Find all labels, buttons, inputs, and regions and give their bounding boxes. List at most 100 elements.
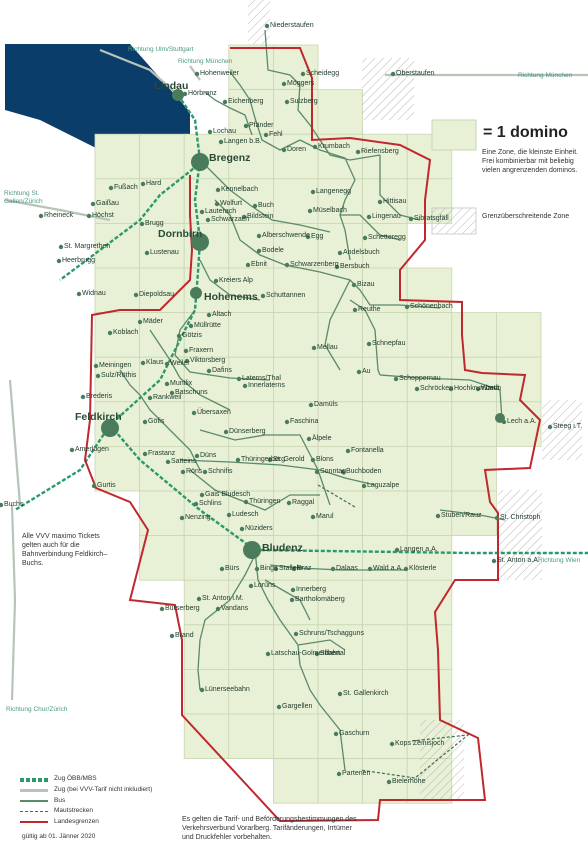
place-label: Dalaas xyxy=(336,565,358,572)
place-label: Brand xyxy=(175,632,194,639)
zone-cell xyxy=(495,312,542,358)
stop-dot xyxy=(241,214,247,220)
place-label: Lauterach xyxy=(205,208,237,215)
stop-dot xyxy=(293,631,299,637)
bus-route xyxy=(149,329,231,411)
place-label: Amerlügen xyxy=(75,446,109,453)
bus-route xyxy=(214,199,441,309)
stop-dot xyxy=(38,213,44,219)
stop-dot xyxy=(139,221,145,227)
bus-route xyxy=(179,459,376,486)
zone-cell xyxy=(317,356,363,403)
place-label: Bersbuch xyxy=(340,263,370,270)
stop-dot xyxy=(218,139,224,145)
stop-dot xyxy=(314,651,320,657)
bus-line xyxy=(20,800,48,802)
stop-dot xyxy=(206,368,212,374)
place-label: Schönenbach xyxy=(410,303,453,310)
bus-route xyxy=(264,29,381,161)
stop-dot xyxy=(215,187,221,193)
stop-dot xyxy=(314,469,320,475)
place-label: Langenegg xyxy=(316,188,352,195)
direction-chur: Richtung Chur/Zürich xyxy=(6,706,68,713)
place-label: Frastanz xyxy=(148,450,176,457)
stop-dot xyxy=(267,457,273,463)
stop-dot xyxy=(236,376,242,382)
place-label: Klösterle xyxy=(409,565,437,572)
bus-route xyxy=(199,259,261,301)
place-label: Andelsbuch xyxy=(343,249,380,256)
bus-route xyxy=(379,374,503,421)
place-label: Bings xyxy=(260,565,278,572)
place-label: Röns xyxy=(186,468,203,475)
stop-dot xyxy=(199,492,205,498)
stop-dot xyxy=(248,583,254,589)
bus-lines xyxy=(119,29,506,771)
stop-dot xyxy=(194,453,200,459)
national-border xyxy=(83,47,542,823)
bus-route xyxy=(199,159,331,233)
stop-dot xyxy=(86,213,92,219)
stop-dot xyxy=(340,469,346,475)
bus-route xyxy=(189,469,320,511)
bus-route xyxy=(119,369,201,471)
stop-dot xyxy=(164,361,170,367)
place-label: Nenzing xyxy=(185,514,211,521)
stop-dot xyxy=(180,469,186,475)
place-label: Klaus xyxy=(146,359,164,366)
place-label: St. Anton i.M. xyxy=(202,595,244,602)
station-hub xyxy=(243,541,261,559)
stop-dot xyxy=(184,358,190,364)
stop-dot xyxy=(245,262,251,268)
stop-dot xyxy=(69,447,75,453)
stop-dot xyxy=(206,312,212,318)
place-label: Damüls xyxy=(314,401,338,408)
stop-dot xyxy=(256,233,262,239)
place-label: Langen b.B. xyxy=(224,138,262,145)
place-label: Alberschwende xyxy=(262,232,310,239)
bus-route xyxy=(197,554,256,691)
border-zone-oberstaufen xyxy=(362,58,414,120)
place-label: Innerberg xyxy=(296,586,326,593)
zone-cell xyxy=(362,535,408,581)
place-label: Gargellen xyxy=(282,703,313,710)
stop-dot xyxy=(389,741,395,747)
zone-cell xyxy=(406,401,453,447)
disclaimer: Es gelten die Tarif- und Beförderungsbes… xyxy=(182,816,357,841)
stop-dot xyxy=(286,500,292,506)
stop-dot xyxy=(312,144,318,150)
place-label: Kreiers Alp xyxy=(219,277,253,284)
stop-dot xyxy=(362,235,368,241)
zone-cell xyxy=(272,758,319,804)
stop-dot xyxy=(393,376,399,382)
stop-dot xyxy=(193,501,199,507)
stop-dot xyxy=(179,515,185,521)
zone-cell xyxy=(317,267,363,313)
rail-obb-lines xyxy=(14,94,588,555)
stop-dot xyxy=(361,483,367,489)
stop-dot xyxy=(390,71,396,77)
stop-dot xyxy=(265,651,271,657)
place-label: Rheineck xyxy=(44,212,74,219)
stop-dot xyxy=(223,429,229,435)
stop-dot xyxy=(404,304,410,310)
place-label: Batschuns xyxy=(175,389,208,396)
place-label: Sibratsgfäll xyxy=(414,215,449,222)
legend-bus: Bus xyxy=(54,797,66,804)
place-label: Lünerseebahn xyxy=(205,686,250,693)
place-label: Sulz/Röthis xyxy=(101,372,137,379)
zone-cell xyxy=(317,89,363,135)
stop-dot xyxy=(235,457,241,463)
zone-cell xyxy=(317,535,363,581)
stop-dot xyxy=(475,386,481,392)
validity-note: gültig ab 01. Jänner 2020 xyxy=(22,833,96,840)
place-label: Au xyxy=(362,368,371,375)
place-label: Schoppernau xyxy=(399,375,441,382)
zone-cell xyxy=(362,579,408,626)
toll-line xyxy=(20,811,48,812)
place-label: Krumbach xyxy=(318,143,350,150)
place-label: Riefensberg xyxy=(361,148,399,155)
place-label: Wolfurt xyxy=(220,200,243,207)
place-label: Mellau xyxy=(317,344,338,351)
place-label: Partenen xyxy=(342,770,371,777)
